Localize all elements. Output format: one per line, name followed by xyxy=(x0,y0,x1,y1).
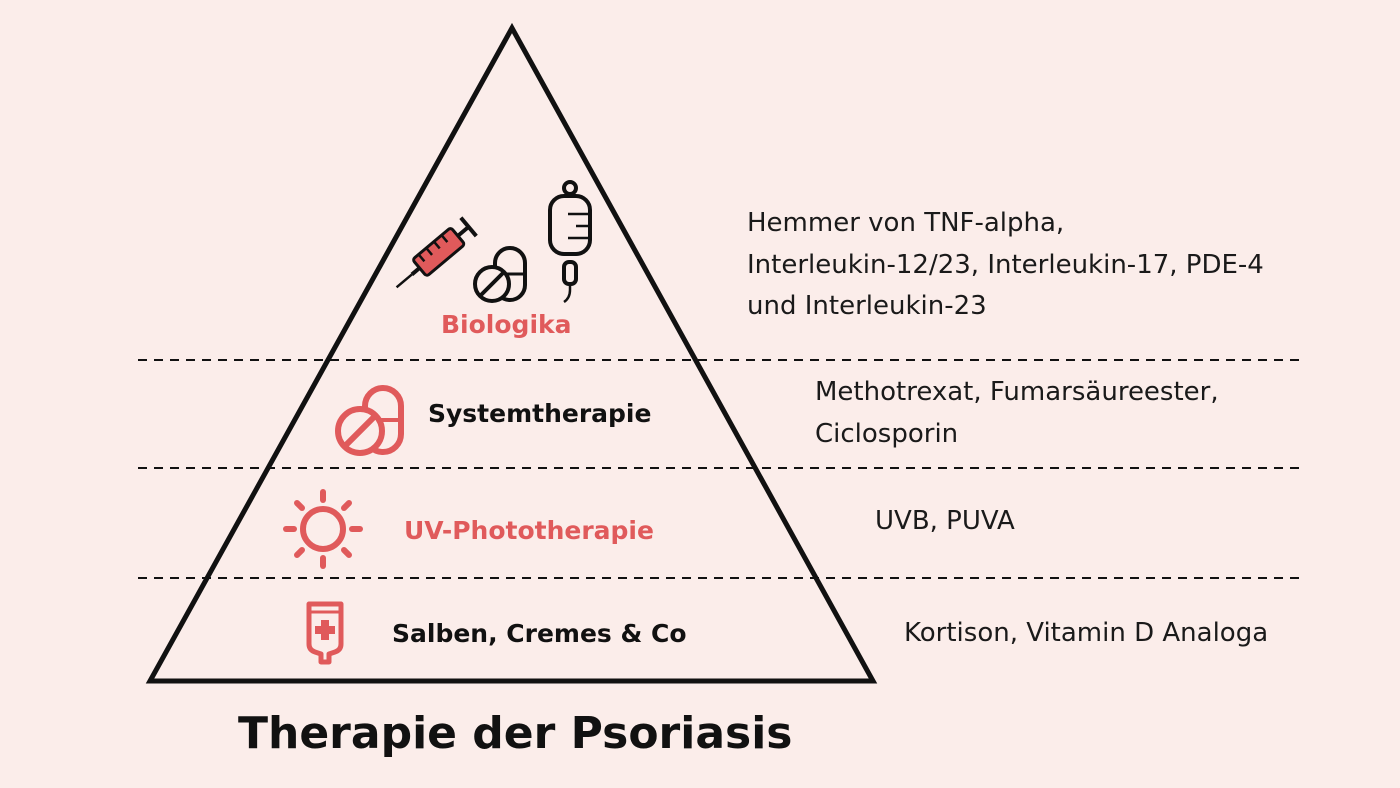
pyramid-outline xyxy=(145,22,878,684)
pills-icon xyxy=(335,385,404,456)
ointment-tube-icon xyxy=(306,601,344,665)
tier-label-systemtherapie: Systemtherapie xyxy=(428,399,652,428)
description-line: Interleukin-12/23, Interleukin-17, PDE-4 xyxy=(747,249,1264,280)
tier-description-uv-phototherapie: UVB, PUVA xyxy=(875,501,1015,543)
description-line: Methotrexat, Fumarsäureester, xyxy=(815,377,1219,407)
tier-description-biologika: Hemmer von TNF-alpha, Interleukin-12/23,… xyxy=(747,203,1264,328)
tier-label-biologika: Biologika xyxy=(441,310,572,339)
diagram-title: Therapie der Psoriasis xyxy=(238,708,793,759)
tier-description-salben: Kortison, Vitamin D Analoga xyxy=(904,613,1268,655)
pills-icon xyxy=(473,246,527,303)
tier-description-systemtherapie: Methotrexat, Fumarsäureester, Ciclospori… xyxy=(815,372,1219,455)
description-line: Ciclosporin xyxy=(815,418,959,449)
tier-label-salben: Salben, Cremes & Co xyxy=(392,619,687,648)
description-line: Hemmer von TNF-alpha, xyxy=(747,208,1065,238)
description-line: Kortison, Vitamin D Analoga xyxy=(904,618,1269,648)
description-line: UVB, PUVA xyxy=(875,506,1015,536)
syringe-icon xyxy=(395,216,478,289)
description-line: und Interleukin-23 xyxy=(747,291,987,322)
infusion-bag-icon xyxy=(548,180,592,304)
sun-icon xyxy=(283,489,363,569)
tier-label-uv-phototherapie: UV-Phototherapie xyxy=(404,516,654,545)
